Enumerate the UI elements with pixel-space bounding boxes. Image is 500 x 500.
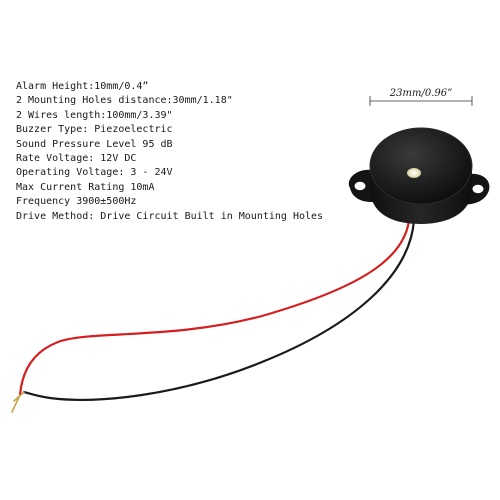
mounting-hole-right bbox=[472, 184, 484, 194]
spec-buzzer-type: Buzzer Type: Piezoelectric bbox=[16, 124, 173, 136]
spec-sound-pressure: Sound Pressure Level 95 dB bbox=[16, 138, 173, 150]
buzzer-body bbox=[369, 127, 473, 224]
spec-wires-length: 2 Wires length:100mm/3.39" bbox=[16, 109, 173, 121]
spec-rate-voltage: Rate Voltage: 12V DC bbox=[16, 152, 137, 164]
spec-mounting-holes-distance: 2 Mounting Holes distance:30mm/1.18" bbox=[16, 95, 233, 107]
spec-operating-voltage: Operating Voltage: 3 - 24V bbox=[16, 167, 173, 179]
spec-drive-method: Drive Method: Drive Circuit Built in Mou… bbox=[16, 210, 324, 222]
red-wire bbox=[18, 218, 411, 397]
dimension-label: 23mm/0.96” bbox=[389, 88, 453, 99]
dimension-line bbox=[369, 96, 473, 106]
led-indicator bbox=[407, 168, 421, 178]
copper-tip bbox=[11, 391, 25, 413]
spec-max-current: Max Current Rating 10mA bbox=[16, 181, 155, 193]
black-wire bbox=[22, 218, 416, 401]
lead-wires bbox=[11, 218, 416, 413]
spec-frequency: Frequency 3900±500Hz bbox=[16, 196, 137, 208]
spec-alarm-height: Alarm Height:10mm/0.4” bbox=[16, 81, 149, 92]
spec-list: Alarm Height:10mm/0.4” 2 Mounting Holes … bbox=[16, 80, 356, 224]
mounting-hole-left bbox=[354, 181, 366, 191]
